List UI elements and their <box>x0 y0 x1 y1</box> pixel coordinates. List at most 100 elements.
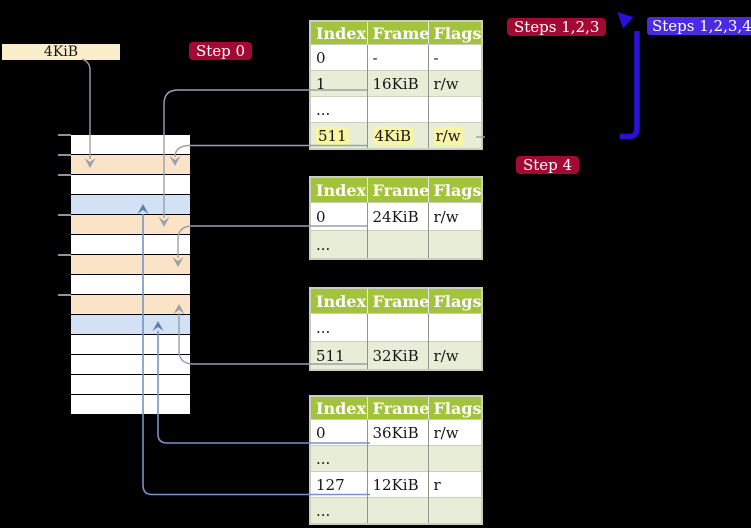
col-header-frame: Frame <box>367 396 429 420</box>
page-table-top: Index Frame Flags 0 - - 1 16KiB r/w ... … <box>309 20 483 150</box>
frame-size-label: 4KiB <box>2 44 120 60</box>
table-row: ... <box>310 313 483 342</box>
table-row: 511 32KiB r/w <box>310 341 483 370</box>
memory-row <box>71 175 190 194</box>
cell-flags: r/w <box>428 341 483 370</box>
memory-row <box>71 295 190 314</box>
col-header-frame: Frame <box>367 288 429 314</box>
address-tick <box>58 254 71 256</box>
cell-index: ... <box>310 445 368 472</box>
cell-index: ... <box>310 313 368 342</box>
memory-row <box>71 395 190 414</box>
table-header-row: Index Frame Flags <box>310 177 483 203</box>
cell-index: 0 <box>310 44 368 71</box>
memory-row <box>71 255 190 274</box>
cell-frame <box>367 230 429 259</box>
cell-index: 127 <box>310 471 368 498</box>
address-tick <box>58 154 71 156</box>
memory-row <box>71 335 190 354</box>
page-table-second: Index Frame Flags 0 24KiB r/w ... <box>309 176 483 260</box>
cell-index: ... <box>310 230 368 259</box>
memory-row <box>71 375 190 394</box>
col-header-flags: Flags <box>428 21 483 45</box>
table-row: ... <box>310 445 483 472</box>
table-row-highlighted: 511 4KiB r/w <box>310 122 483 149</box>
memory-row <box>71 235 190 254</box>
cell-frame: 24KiB <box>367 202 429 231</box>
cell-frame <box>367 445 429 472</box>
cell-flags <box>428 230 483 259</box>
cell-index: 511 <box>310 341 368 370</box>
memory-column <box>71 135 190 415</box>
cell-flags: r/w <box>428 202 483 231</box>
address-tick <box>58 294 71 296</box>
memory-row <box>71 215 190 234</box>
cell-frame: 36KiB <box>367 419 429 446</box>
memory-row <box>71 155 190 174</box>
cell-frame: 16KiB <box>367 70 429 97</box>
address-tick <box>58 174 71 176</box>
col-header-index: Index <box>310 396 368 420</box>
cell-frame: - <box>367 44 429 71</box>
col-header-index: Index <box>310 288 368 314</box>
cell-flags: r <box>428 471 483 498</box>
page-table-third: Index Frame Flags ... 511 32KiB r/w <box>309 287 483 371</box>
col-header-flags: Flags <box>428 396 483 420</box>
cell-flags <box>428 96 483 123</box>
badge-steps-123: Steps 1,2,3 <box>507 18 607 36</box>
cell-frame <box>367 313 429 342</box>
address-tick <box>58 134 71 136</box>
table-header-row: Index Frame Flags <box>310 288 483 314</box>
table-row: ... <box>310 230 483 259</box>
table-row: 1 16KiB r/w <box>310 70 483 97</box>
loop-back-arrow <box>617 12 640 140</box>
cell-index: ... <box>310 96 368 123</box>
cell-index: 0 <box>310 202 368 231</box>
cell-index: 511 <box>310 122 368 149</box>
badge-step-0: Step 0 <box>189 42 253 60</box>
cell-flags: r/w <box>428 122 483 149</box>
cell-frame: 32KiB <box>367 341 429 370</box>
badge-step-4: Step 4 <box>516 156 580 174</box>
table-row: 0 24KiB r/w <box>310 202 483 231</box>
col-header-index: Index <box>310 177 368 203</box>
address-tick <box>58 214 71 216</box>
memory-row <box>71 195 190 214</box>
cell-frame: 4KiB <box>367 122 429 149</box>
memory-row <box>71 315 190 334</box>
table-row: 0 - - <box>310 44 483 71</box>
cell-flags <box>428 313 483 342</box>
cell-flags: - <box>428 44 483 71</box>
col-header-frame: Frame <box>367 21 429 45</box>
table-row: ... <box>310 497 483 524</box>
highlight: r/w <box>433 126 463 145</box>
cell-frame <box>367 96 429 123</box>
badge-steps-1234: Steps 1,2,3,4 <box>647 17 751 35</box>
cell-flags <box>428 497 483 524</box>
highlight: 511 <box>316 126 349 145</box>
cell-frame <box>367 497 429 524</box>
memory-row <box>71 355 190 374</box>
cell-flags: r/w <box>428 70 483 97</box>
memory-row <box>71 275 190 294</box>
page-table-bottom: Index Frame Flags 0 36KiB r/w ... 127 12… <box>309 395 483 525</box>
col-header-index: Index <box>310 21 368 45</box>
cell-index: 1 <box>310 70 368 97</box>
loop-back-arrowhead <box>617 12 634 29</box>
col-header-flags: Flags <box>428 177 483 203</box>
memory-row <box>71 135 190 154</box>
table-row: 127 12KiB r <box>310 471 483 498</box>
col-header-flags: Flags <box>428 288 483 314</box>
cell-index: ... <box>310 497 368 524</box>
table-header-row: Index Frame Flags <box>310 21 483 45</box>
table-row: 0 36KiB r/w <box>310 419 483 446</box>
table-header-row: Index Frame Flags <box>310 396 483 420</box>
cell-index: 0 <box>310 419 368 446</box>
cell-flags <box>428 445 483 472</box>
cell-flags: r/w <box>428 419 483 446</box>
col-header-frame: Frame <box>367 177 429 203</box>
cell-frame: 12KiB <box>367 471 429 498</box>
table-row: ... <box>310 96 483 123</box>
highlight: 4KiB <box>372 126 414 145</box>
